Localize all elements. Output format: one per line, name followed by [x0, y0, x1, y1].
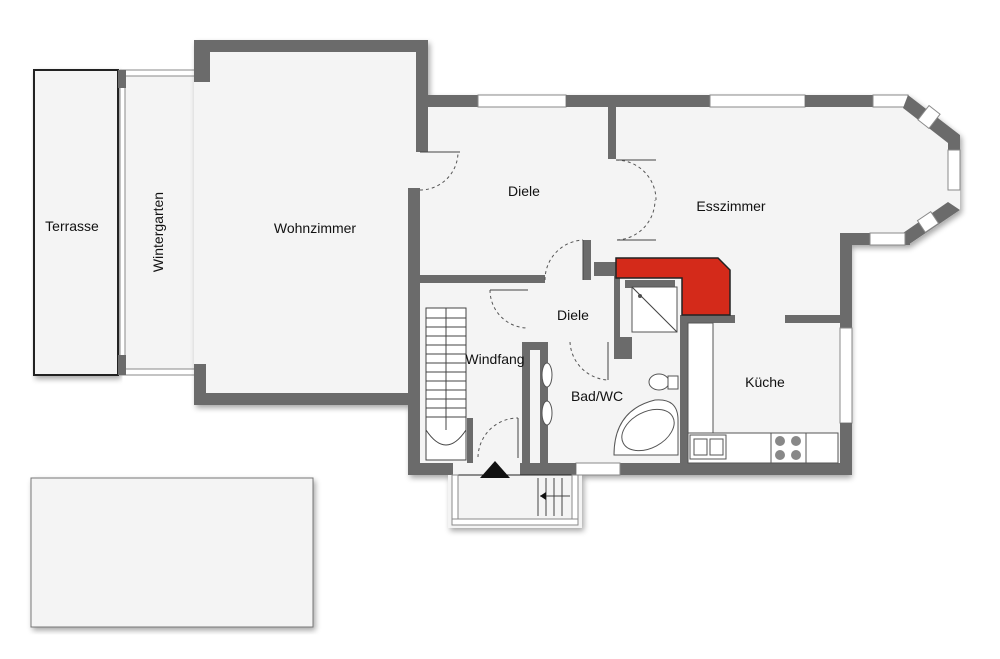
room-label-wohnzimmer: Wohnzimmer: [274, 220, 357, 236]
room-label-bad-wc: Bad/WC: [571, 388, 623, 404]
room-label-esszimmer: Esszimmer: [696, 198, 766, 214]
room-label-diele-main: Diele: [508, 183, 540, 199]
room-label-kueche: Küche: [745, 374, 785, 390]
terrasse-area: [33, 69, 119, 376]
lower-outdoor-area: [30, 477, 314, 628]
room-label-windfang: Windfang: [465, 351, 524, 367]
stairs-direction-arrow-icon: [540, 492, 546, 500]
room-label-diele-small: Diele: [557, 307, 589, 323]
walls: [194, 40, 961, 476]
entrance-landing: [451, 474, 579, 526]
fireplace: [615, 257, 731, 316]
kitchen-fixtures: [687, 322, 839, 464]
wintergarten-area: [118, 69, 196, 376]
building-floor: [194, 40, 960, 528]
room-label-wintergarten: Wintergarten: [150, 192, 166, 272]
room-label-terrasse: Terrasse: [45, 218, 99, 234]
bathroom-fixtures: [541, 286, 679, 456]
staircase: [425, 307, 467, 461]
entrance-arrow-icon: [480, 461, 510, 478]
doors: [419, 151, 657, 458]
